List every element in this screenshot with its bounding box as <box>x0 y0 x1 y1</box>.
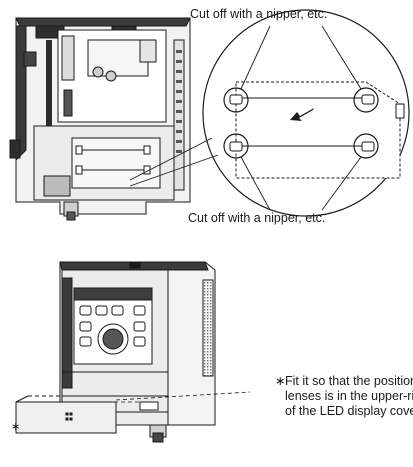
cover-marker: ∗ <box>11 421 21 433</box>
fit-note: ∗ Fit it so that the position of lenses … <box>275 374 413 419</box>
note-line: of the LED display cover. <box>285 404 413 418</box>
note-marker: ∗ <box>275 374 286 388</box>
cut-caption-top: Cut off with a nipper, etc. <box>190 7 328 21</box>
note-line: lenses is in the upper-right <box>285 389 413 403</box>
inverter-front-unit <box>59 261 216 443</box>
note-line: Fit it so that the position of <box>285 374 413 388</box>
cut-caption-bottom: Cut off with a nipper, etc. <box>188 211 326 225</box>
fit-guide-lines <box>16 391 251 403</box>
led-display-cover <box>15 395 117 434</box>
inverter-rear-unit <box>9 17 191 221</box>
arrow-down-left-icon <box>290 108 314 121</box>
